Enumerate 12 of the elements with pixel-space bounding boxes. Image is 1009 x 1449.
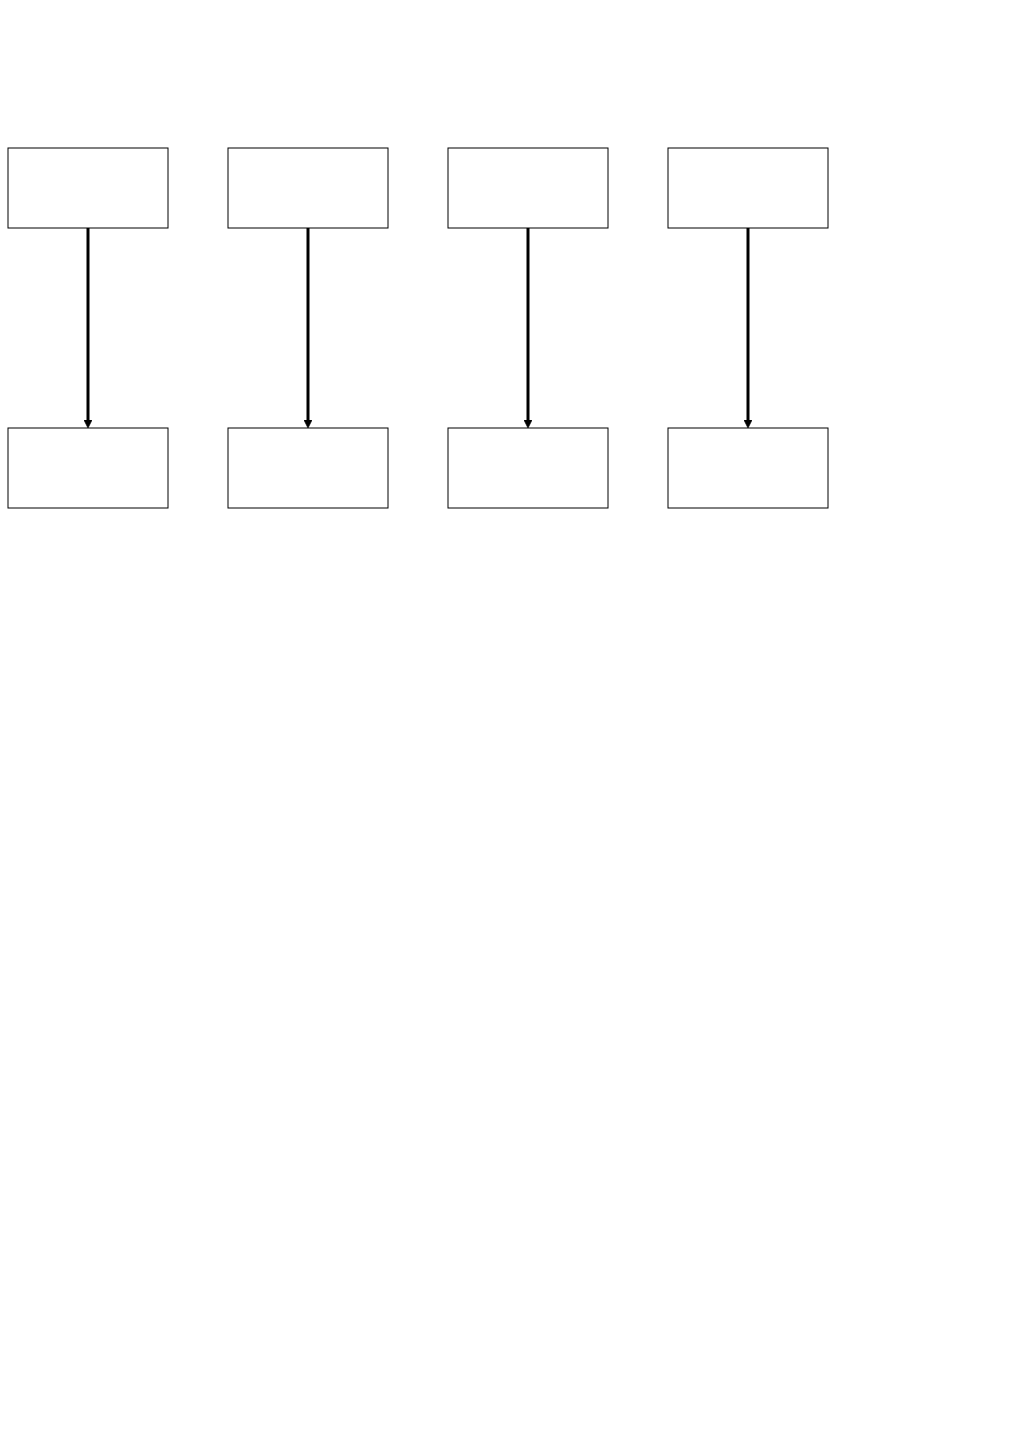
node-box (227, 147, 389, 229)
arrow (523, 228, 533, 429)
node-box (7, 427, 169, 509)
node-box (667, 147, 829, 229)
arrow (743, 228, 753, 429)
node-box (7, 147, 169, 229)
node-box (447, 147, 609, 229)
node-box (667, 427, 829, 509)
arrow (303, 228, 313, 429)
node-box (227, 427, 389, 509)
arrow (83, 228, 93, 429)
node-box (447, 427, 609, 509)
